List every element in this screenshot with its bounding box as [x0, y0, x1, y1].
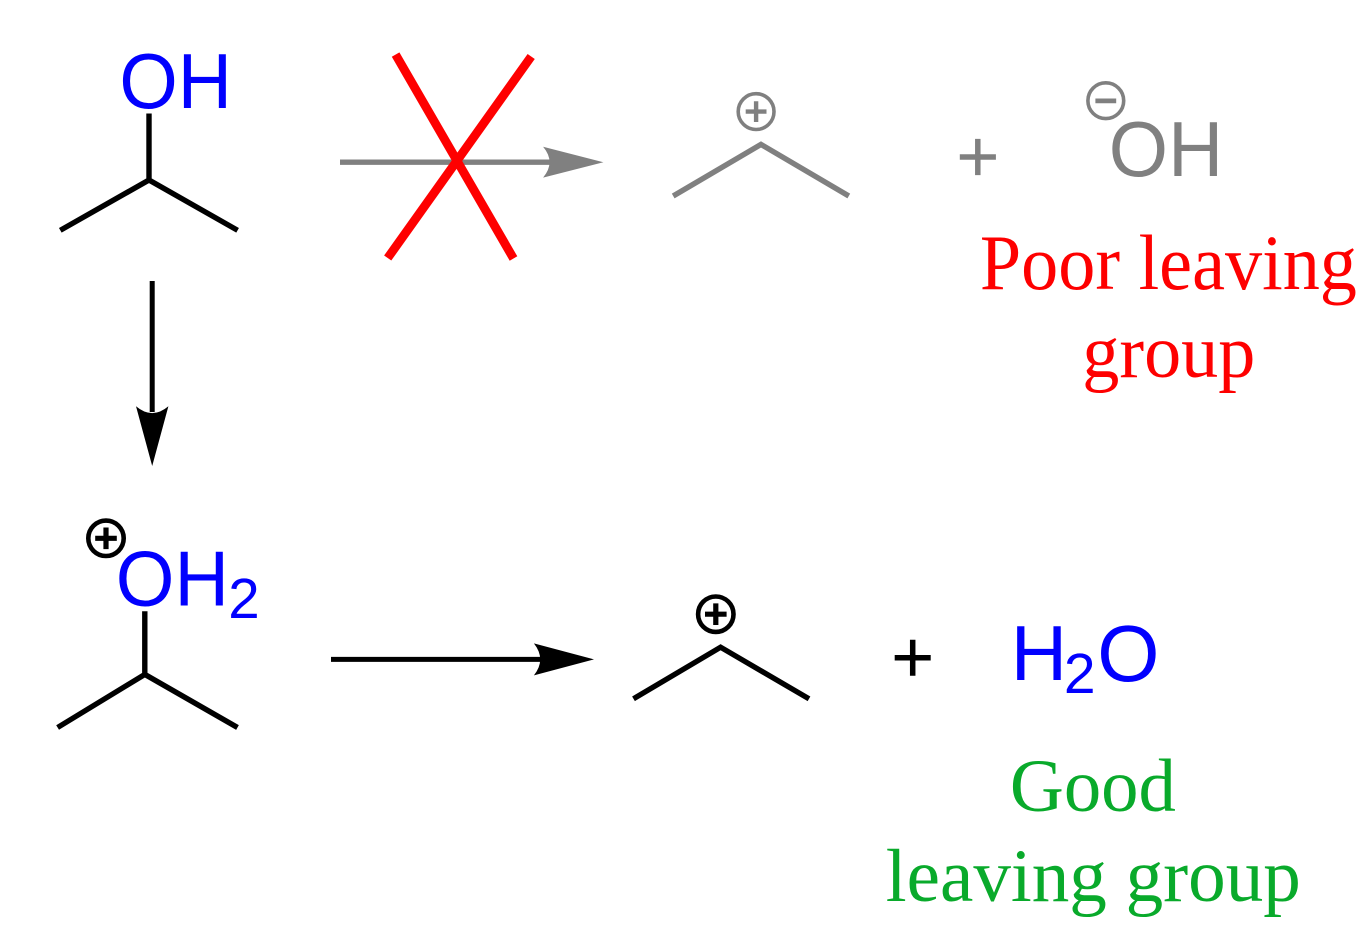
svg-text:H: H — [1011, 609, 1067, 697]
svg-text:2: 2 — [1064, 642, 1096, 706]
svg-text:OH: OH — [116, 535, 229, 623]
svg-text:Good: Good — [1010, 745, 1176, 828]
svg-text:OH: OH — [119, 37, 232, 125]
svg-text:leaving group: leaving group — [886, 835, 1301, 918]
svg-text:O: O — [1097, 609, 1159, 698]
svg-text:2: 2 — [228, 567, 259, 630]
svg-text:Poor leaving: Poor leaving — [980, 219, 1357, 306]
svg-text:group: group — [1082, 311, 1255, 394]
svg-text:OH: OH — [1109, 105, 1223, 193]
